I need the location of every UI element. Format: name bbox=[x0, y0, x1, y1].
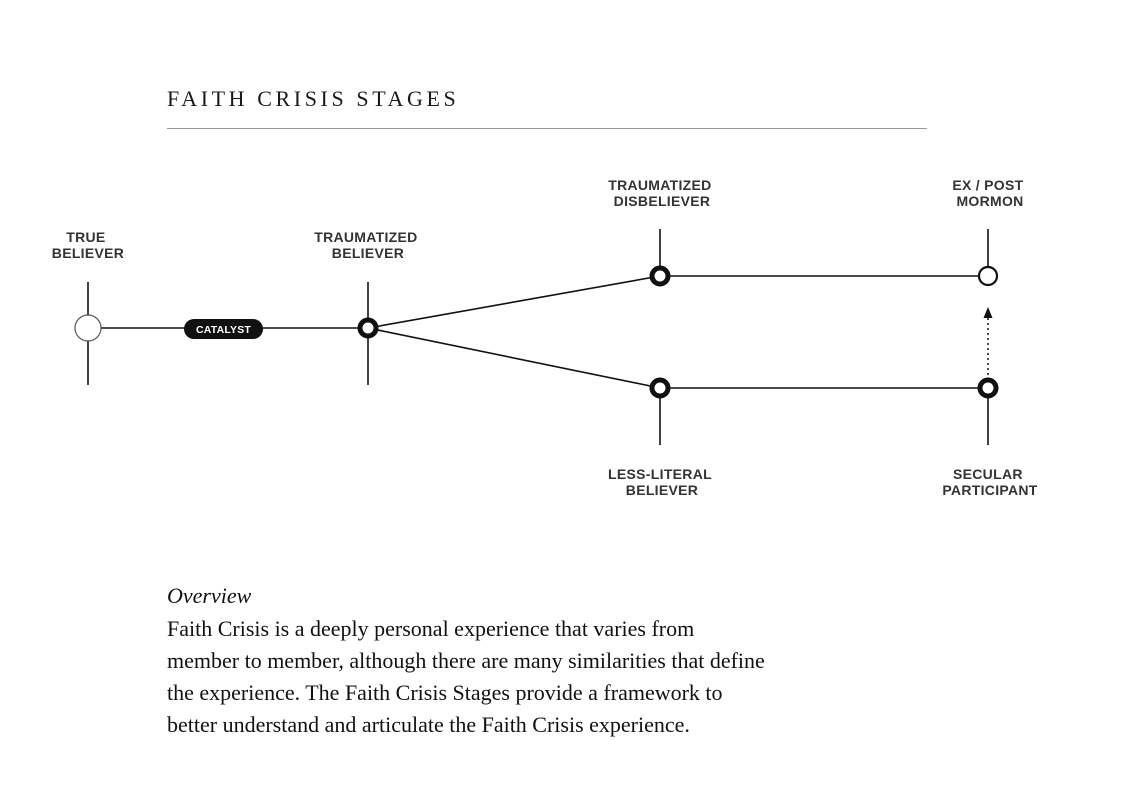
label-ex-post-mormon: EX / POST MORMON bbox=[952, 177, 1027, 209]
label-secular-participant: SECULAR PARTICIPANT bbox=[942, 466, 1037, 498]
overview-section: Overview Faith Crisis is a deeply person… bbox=[167, 583, 927, 741]
label-ex-post-mormon-line-2: MORMON bbox=[956, 193, 1023, 209]
node-ex-post-mormon bbox=[977, 265, 999, 287]
overview-heading: Overview bbox=[167, 583, 252, 608]
label-traumatized-believer-line-2: BELIEVER bbox=[332, 245, 404, 261]
catalyst-pill: CATALYST bbox=[184, 319, 263, 339]
overview-line-4: better understand and articulate the Fai… bbox=[167, 712, 690, 737]
label-traumatized-believer-line-1: TRAUMATIZED bbox=[314, 229, 417, 245]
connector-traumatized-to-disbeliever bbox=[367, 275, 661, 329]
catalyst-label: CATALYST bbox=[196, 324, 251, 336]
node-secular-participant bbox=[977, 377, 999, 399]
page-title: FAITH CRISIS STAGES bbox=[167, 86, 460, 111]
label-less-literal-believer-line-2: BELIEVER bbox=[626, 482, 698, 498]
overview-line-3: the experience. The Faith Crisis Stages … bbox=[167, 680, 723, 705]
transition-arrow-head bbox=[983, 307, 993, 318]
label-secular-participant-line-2: PARTICIPANT bbox=[942, 482, 1037, 498]
overview-line-1: Faith Crisis is a deeply personal experi… bbox=[167, 616, 695, 641]
label-less-literal-believer: LESS-LITERAL BELIEVER bbox=[608, 466, 716, 498]
label-traumatized-disbeliever-line-1: TRAUMATIZED bbox=[608, 177, 711, 193]
node-true-believer bbox=[74, 314, 102, 342]
overview-line-2: member to member, although there are man… bbox=[167, 648, 765, 673]
label-true-believer: TRUE BELIEVER bbox=[52, 229, 124, 261]
label-true-believer-line-2: BELIEVER bbox=[52, 245, 124, 261]
node-less-literal-believer bbox=[649, 377, 671, 399]
label-true-believer-line-1: TRUE bbox=[66, 229, 105, 245]
label-traumatized-believer: TRAUMATIZED BELIEVER bbox=[314, 229, 422, 261]
label-traumatized-disbeliever: TRAUMATIZED DISBELIEVER bbox=[608, 177, 716, 209]
label-ex-post-mormon-line-1: EX / POST bbox=[952, 177, 1023, 193]
label-less-literal-believer-line-1: LESS-LITERAL bbox=[608, 466, 712, 482]
title-divider bbox=[167, 128, 927, 129]
node-traumatized-disbeliever bbox=[649, 265, 671, 287]
node-traumatized-believer bbox=[357, 317, 379, 339]
connector-traumatized-to-less-literal bbox=[367, 327, 661, 389]
label-traumatized-disbeliever-line-2: DISBELIEVER bbox=[614, 193, 711, 209]
label-secular-participant-line-1: SECULAR bbox=[953, 466, 1023, 482]
overview-body: Faith Crisis is a deeply personal experi… bbox=[167, 613, 887, 741]
